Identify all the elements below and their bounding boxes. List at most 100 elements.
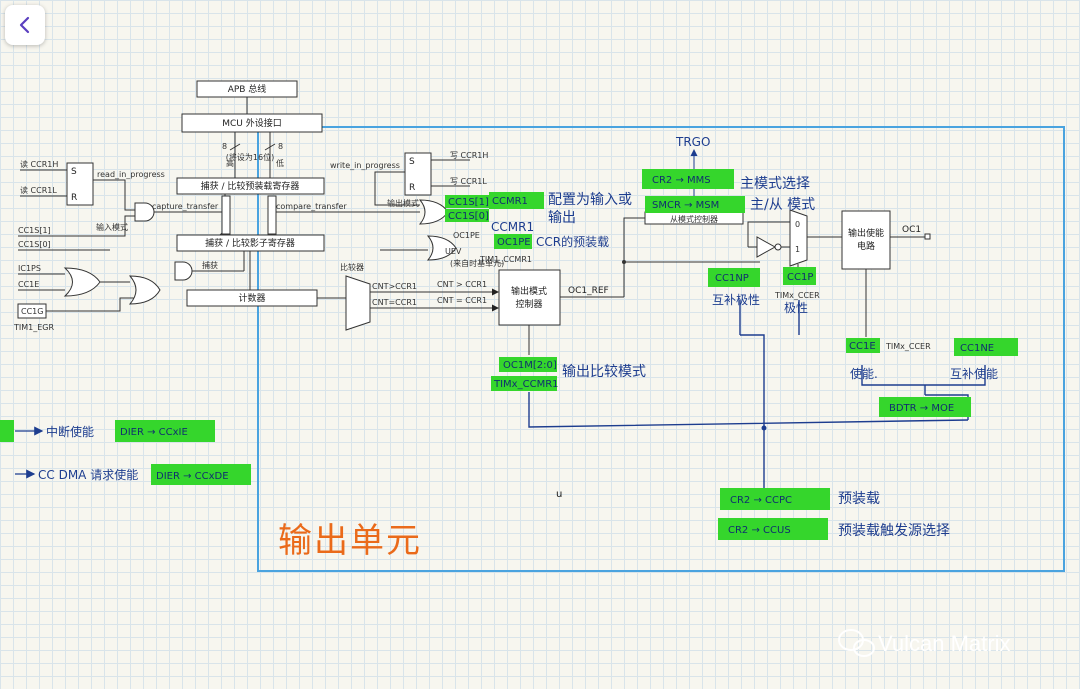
cnt-eq-label: CNT=CCR1	[372, 298, 417, 307]
svg-text:OC1M[2:0]: OC1M[2:0]	[503, 360, 557, 371]
read-sr-latch	[66, 162, 94, 206]
note-enable: 使能.	[850, 366, 878, 381]
write-sr-latch	[404, 152, 432, 196]
bus-low-label: 低	[276, 158, 284, 168]
hl-cc1ne: CC1NE	[954, 338, 1018, 356]
output-mode-controller-label-2: 控制器	[515, 298, 542, 310]
note-preload: 预装载	[838, 491, 880, 507]
polarity-mux	[789, 209, 808, 267]
write-ccr1h-label: 写 CCR1H	[450, 151, 488, 160]
uev-label: UEV	[445, 247, 462, 256]
note-preload-source: 预装载触发源选择	[838, 523, 950, 539]
preload-register-label: 捕获 / 比较预装载寄存器	[201, 180, 300, 192]
note-master-mode: 主模式选择	[740, 176, 810, 192]
note-config: 配置为输入或	[548, 192, 632, 208]
capture-label: 捕获	[202, 260, 218, 270]
input-mode-label: 输入模式	[96, 222, 128, 232]
read-ccr1l-label: 读 CCR1L	[20, 185, 57, 195]
output-mode-controller-label-1: 输出模式	[511, 285, 547, 297]
timx-ccer-label-1: TIMx_CCER	[774, 291, 820, 300]
hl-cc1np: CC1NP	[708, 268, 760, 287]
bus-high-label: 高	[226, 158, 234, 168]
read-sr-s: S	[71, 167, 77, 177]
output-enable-label-1: 输出使能	[848, 227, 884, 239]
read-ccr1h-label: 读 CCR1H	[20, 159, 58, 169]
output-unit-frame	[257, 126, 1065, 572]
mcu-interface-block	[181, 113, 323, 133]
svg-text:OC1PE: OC1PE	[497, 237, 531, 248]
output-unit-title: 输出单元	[278, 521, 422, 561]
compare-transfer-label: compare_transfer	[276, 202, 347, 211]
hl-ccmr1: CCMR1	[489, 192, 544, 209]
comparator-shape	[345, 275, 371, 331]
svg-text:CCMR1: CCMR1	[492, 196, 528, 207]
shadow-register-label: 捕获 / 比较影子寄存器	[205, 237, 295, 249]
ccmr1-small-note: CCMR1	[491, 220, 534, 234]
cc1s1-label: CC1S[1]	[18, 226, 51, 235]
mux-input-1: 1	[795, 245, 800, 254]
counter-label: 计数器	[238, 292, 265, 304]
note-out-compare-mode: 输出比较模式	[562, 364, 646, 380]
svg-text:CC1NE: CC1NE	[960, 343, 994, 354]
hl-cc1s0: CC1S[0]	[445, 209, 489, 222]
note-comp-enable: 互补使能	[950, 366, 998, 381]
read-in-progress-label: read_in_progress	[97, 170, 165, 179]
output-enable-circuit	[841, 210, 891, 270]
hl-cc1s1: CC1S[1]	[445, 195, 489, 208]
read-sr-r: R	[71, 193, 77, 203]
capture-transfer-label: capture_transfer	[152, 202, 219, 211]
mcu-interface-label: MCU 外设接口	[222, 117, 282, 129]
note-config-2: 输出	[548, 210, 576, 226]
cnt-gt-label: CNT>CCR1	[372, 282, 417, 291]
svg-text:Vulcan Matrix: Vulcan Matrix	[878, 631, 1010, 656]
write-sr-s: S	[409, 157, 415, 167]
write-sr-r: R	[409, 183, 415, 193]
note-ccr-preload: CCR的预装载	[536, 234, 609, 249]
write-in-progress-label: write_in_progress	[330, 161, 400, 170]
output-mode-label: 输出模式	[387, 198, 419, 208]
hl-dier-ccxie: DIER → CCxIE	[0, 420, 215, 442]
trgo-label: TRGO	[675, 135, 710, 149]
output-mode-controller	[498, 269, 561, 326]
hl-bdtr-moe: BDTR → MOE	[879, 397, 971, 417]
svg-text:BDTR → MOE: BDTR → MOE	[889, 403, 954, 414]
watermark: Vulcan Matrix	[838, 629, 1010, 657]
svg-text:CC1S[1]: CC1S[1]	[448, 197, 489, 208]
hl-dier-ccxde: DIER → CCxDE	[151, 464, 251, 485]
cnt-gt-label-2: CNT > CCR1	[437, 280, 487, 289]
wechat-icon	[838, 629, 875, 657]
svg-text:TIMx_CCMR1: TIMx_CCMR1	[493, 379, 559, 390]
slave-mode-controller-label: 从模式控制器	[670, 214, 718, 224]
bus-width-b: 8	[278, 142, 283, 151]
bus-16bit-note: (将设为16位)	[226, 152, 274, 162]
oc1-output-label: OC1	[902, 225, 921, 235]
cc1s0-label: CC1S[0]	[18, 240, 51, 249]
note-dma-enable: CC DMA 请求使能	[38, 467, 138, 482]
write-ccr1l-label: 写 CCR1L	[450, 177, 487, 186]
center-mark: u	[556, 489, 562, 500]
apb-bus-label: APB 总线	[228, 83, 267, 95]
svg-text:DIER → CCxDE: DIER → CCxDE	[156, 471, 229, 482]
hl-cr2-ccus: CR2 → CCUS	[718, 518, 828, 540]
svg-text:CC1P: CC1P	[787, 272, 813, 283]
svg-text:SMCR → MSM: SMCR → MSM	[652, 200, 719, 211]
note-comp-polarity: 互补极性	[712, 293, 760, 307]
timx-ccer-label-2: TIMx_CCER	[885, 342, 931, 351]
cc1g-label: CC1G	[21, 307, 43, 316]
hl-cr2-mms: CR2 → MMS	[642, 169, 734, 189]
back-button[interactable]	[5, 5, 45, 45]
hl-smcr-msm: SMCR → MSM	[645, 196, 745, 213]
svg-text:CR2 → MMS: CR2 → MMS	[652, 175, 711, 186]
chevron-left-icon	[19, 16, 30, 34]
tim1-egr-label: TIM1_EGR	[13, 323, 54, 332]
hl-cc1p: CC1P	[783, 267, 816, 285]
hl-cc1e: CC1E	[846, 338, 880, 353]
bus-width-a: 8	[222, 142, 227, 151]
note-irq-enable: 中断使能	[46, 424, 94, 439]
oc1pe-label: OC1PE	[453, 231, 480, 240]
preload-register-block	[176, 177, 325, 195]
hl-oc1pe: OC1PE	[494, 234, 532, 249]
cnt-eq-label-2: CNT = CCR1	[437, 296, 487, 305]
svg-text:CC1NP: CC1NP	[715, 273, 749, 284]
